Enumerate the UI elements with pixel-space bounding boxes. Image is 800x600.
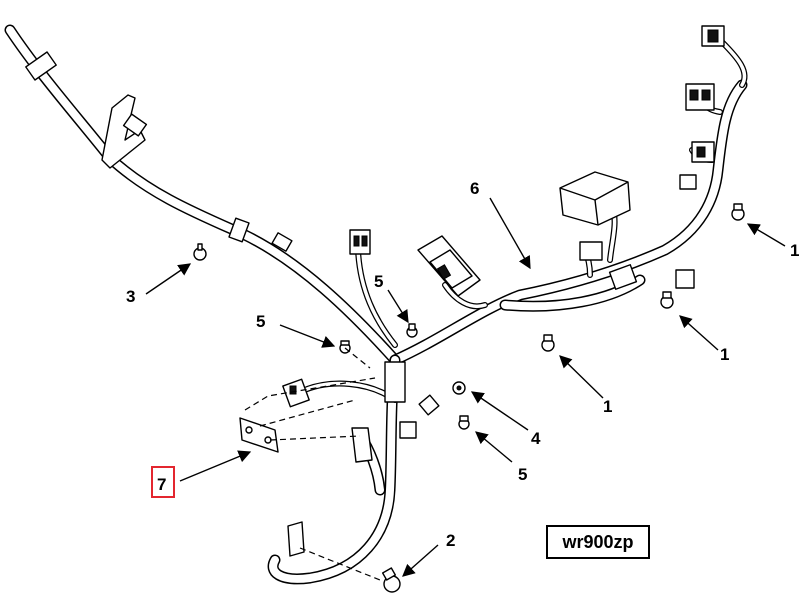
callout-1-mid-right: 1 <box>720 345 729 364</box>
callout-5-upper: 5 <box>374 272 383 291</box>
leader-lines <box>145 197 786 577</box>
bolt-2-icon <box>381 567 401 593</box>
callout-2: 2 <box>446 531 455 550</box>
bolt-5c-icon <box>458 415 470 430</box>
callout-1-center: 1 <box>603 397 612 416</box>
harness-main-trunk <box>4 24 401 366</box>
bolt-1b-icon <box>660 291 674 309</box>
bolt-5b-icon <box>406 323 418 338</box>
callout-6: 6 <box>470 179 479 198</box>
callout-5-lower: 5 <box>518 465 527 484</box>
reference-code-text: wr900zp <box>562 531 634 552</box>
nut-4-icon <box>452 381 466 395</box>
callout-4: 4 <box>531 429 541 448</box>
bolt-1c-icon <box>541 334 555 352</box>
callout-7: 7 <box>157 475 166 494</box>
reference-code-box: wr900zp <box>546 525 650 559</box>
harness-lower-loop <box>267 247 488 585</box>
bolt-3-icon <box>193 243 207 261</box>
connectors <box>228 25 725 557</box>
callout-1-top-right: 1 <box>790 241 799 260</box>
bolt-1a-icon <box>731 203 745 221</box>
callout-7-highlight-frame <box>151 466 175 498</box>
assembly-dashed-lines <box>244 347 381 581</box>
callout-3: 3 <box>126 287 135 306</box>
fasteners <box>193 203 745 593</box>
callout-labels: 1 1 1 2 3 4 5 5 5 6 7 <box>126 179 799 550</box>
callout-5-left: 5 <box>256 312 265 331</box>
